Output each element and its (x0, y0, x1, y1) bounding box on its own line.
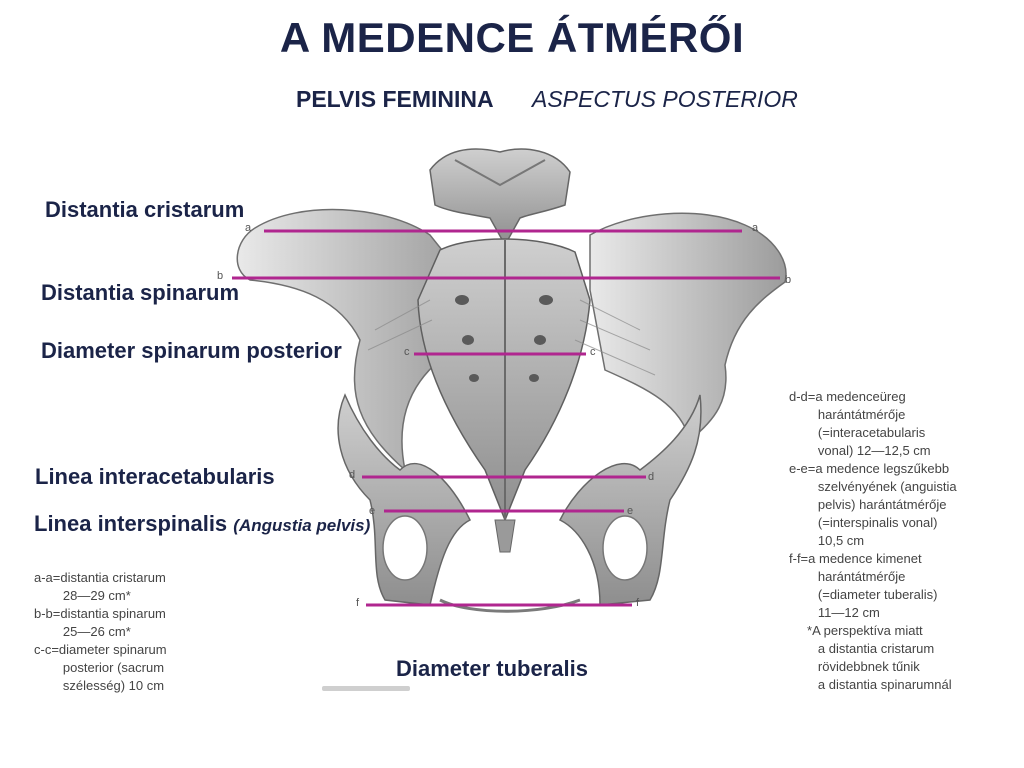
label-diameter-spinarum-posterior: Diameter spinarum posterior (41, 338, 342, 364)
letter-c-right: c (590, 346, 596, 358)
source-watermark-smudge (322, 686, 410, 691)
letter-f-left: f (356, 597, 359, 609)
label-distantia-spinarum: Distantia spinarum (41, 280, 239, 306)
left-legend-note: a-a=distantia cristarum 28—29 cm* b-b=di… (34, 569, 167, 695)
label-diameter-tuberalis: Diameter tuberalis (396, 656, 588, 682)
letter-c-left: c (404, 346, 410, 358)
label-linea-interacetabularis: Linea interacetabularis (35, 464, 275, 490)
label-angustia-pelvis: (Angustia pelvis) (233, 516, 370, 535)
letter-a-right: a (752, 222, 758, 234)
letter-b-right: b (785, 274, 791, 286)
page-title: A MEDENCE ÁTMÉRŐI (0, 14, 1024, 62)
letter-e-right: e (627, 505, 633, 517)
letter-d-right: d (648, 471, 654, 483)
right-obturator-foramen (603, 516, 647, 580)
letter-f-right: f (636, 597, 639, 609)
label-distantia-cristarum: Distantia cristarum (45, 197, 244, 223)
left-obturator-foramen (383, 516, 427, 580)
subtitle-aspect: ASPECTUS POSTERIOR (532, 86, 798, 113)
right-legend-note: d-d=a medenceüreg harántátmérője (=inter… (789, 388, 957, 694)
label-linea-interspinalis-text: Linea interspinalis (34, 511, 227, 536)
right-iliac-wing (590, 213, 786, 440)
letter-a-left: a (245, 222, 251, 234)
label-linea-interspinalis: Linea interspinalis (Angustia pelvis) (34, 511, 370, 537)
coccyx (495, 520, 515, 552)
letter-d-left: d (349, 469, 355, 481)
subtitle-pelvis: PELVIS FEMININA (296, 86, 494, 113)
